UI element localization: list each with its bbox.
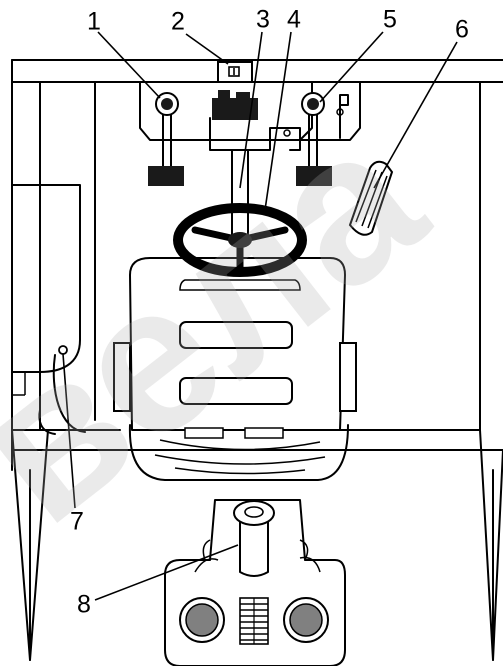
callout-6: 6: [455, 18, 469, 43]
callout-2: 2: [171, 10, 185, 35]
ignition-switch: [218, 62, 252, 82]
callout-1: 1: [87, 10, 101, 35]
callout-3: 3: [256, 8, 270, 33]
control-lever: [234, 501, 274, 576]
callout-4: 4: [287, 8, 301, 33]
watermark: вела: [0, 77, 464, 567]
svg-text:вела: вела: [0, 77, 464, 567]
callout-8: 8: [77, 593, 91, 618]
callout-5: 5: [383, 8, 397, 33]
callout-7: 7: [70, 510, 84, 535]
